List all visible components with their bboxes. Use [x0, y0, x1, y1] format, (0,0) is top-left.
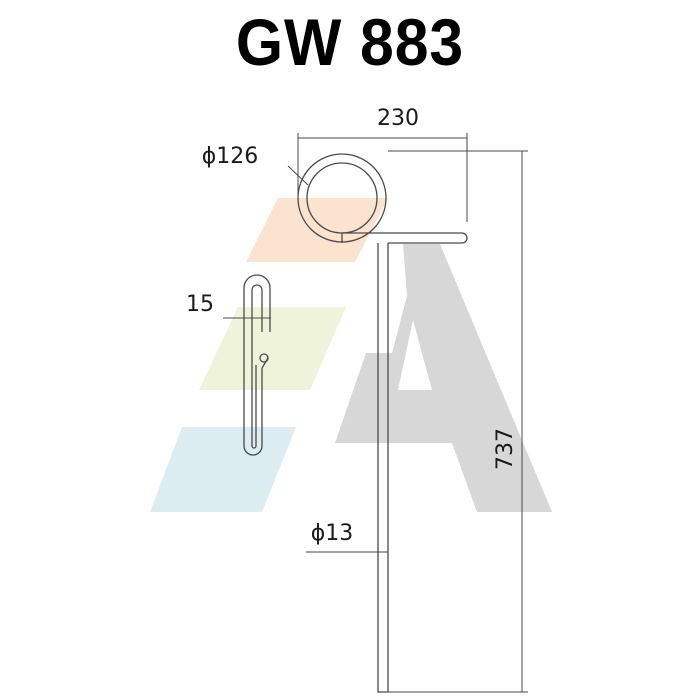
height-dimension-label: 737	[493, 428, 518, 470]
spring-tine-outline	[297, 153, 468, 693]
logo-blue-stripe	[150, 427, 296, 512]
part-number-title: GW 883	[235, 5, 465, 79]
logo-gray-a	[335, 244, 552, 512]
hook-side-view	[223, 274, 271, 456]
hook-width-label: 15	[186, 292, 214, 317]
dimension-lines	[287, 133, 528, 693]
tine-shaft	[377, 243, 389, 693]
hook-lower-inner	[251, 365, 257, 449]
coil-diameter-label: ϕ126	[202, 144, 259, 169]
brand-logo-watermark	[150, 198, 552, 512]
width-dimension-label: 230	[377, 106, 419, 131]
hook-outer-profile	[243, 274, 271, 446]
wire-diameter-label: ϕ13	[311, 521, 354, 546]
logo-gray-a-hole	[398, 320, 432, 390]
coil-leader	[287, 165, 309, 186]
hook-inner-profile	[251, 284, 263, 446]
hook-pin	[259, 353, 269, 363]
logo-orange-stripe	[246, 198, 388, 262]
tine-arm	[342, 232, 468, 244]
logo-green-stripe	[199, 307, 346, 390]
hook-lower-curve	[243, 357, 269, 456]
